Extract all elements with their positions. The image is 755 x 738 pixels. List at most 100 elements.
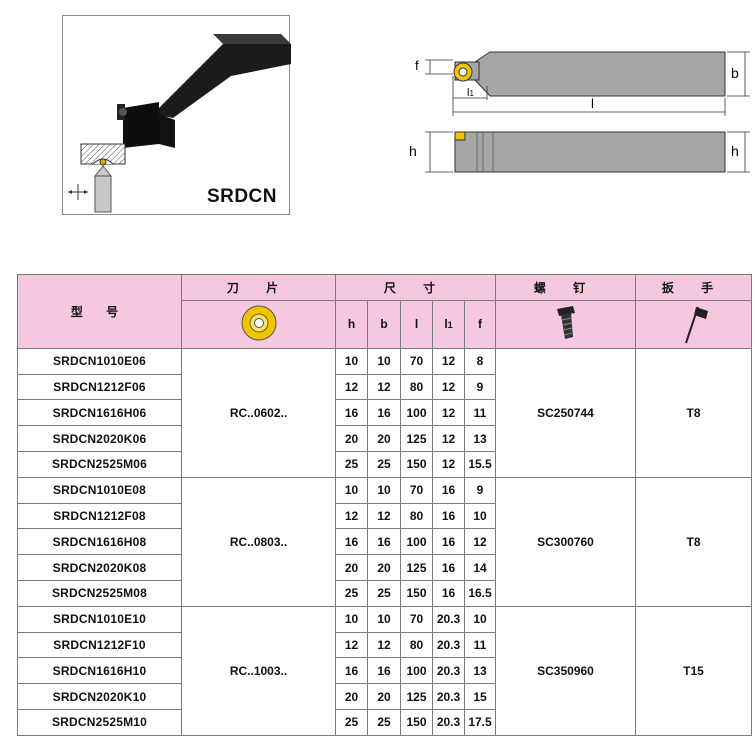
dim-h-cell: 20: [335, 554, 368, 581]
wrench-cell: T15: [635, 605, 752, 736]
dim-label-f: f: [415, 58, 419, 73]
dim-label-b: b: [731, 65, 739, 81]
model-cell: SRDCN2020K08: [17, 554, 182, 581]
dim-h-cell: 16: [335, 399, 368, 427]
dim-b-cell: 10: [367, 347, 401, 375]
dim-b-cell: 25: [367, 450, 401, 478]
dim-l-cell: 125: [400, 683, 433, 710]
dim-f-cell: 11: [464, 631, 496, 659]
dim-header-l: l: [400, 299, 433, 349]
model-cell: SRDCN2020K06: [17, 425, 182, 452]
dim-l-cell: 150: [400, 450, 433, 478]
model-cell: SRDCN1010E08: [17, 476, 182, 504]
header-model: 型 号: [17, 274, 182, 349]
screw-icon-cell: [495, 299, 636, 349]
model-cell: SRDCN1010E06: [17, 347, 182, 375]
dim-f-cell: 17.5: [464, 708, 496, 736]
model-cell: SRDCN2020K10: [17, 683, 182, 710]
dim-l1-cell: 20.3: [432, 683, 465, 710]
dim-h-cell: 10: [335, 476, 368, 504]
dim-label-h-left: h: [409, 143, 417, 159]
technical-drawing: f b l1 l h h: [409, 51, 750, 173]
dim-h-cell: 25: [335, 708, 368, 736]
dim-b-cell: 10: [367, 605, 401, 633]
model-cell: SRDCN1212F08: [17, 502, 182, 530]
dim-f-cell: 12: [464, 528, 496, 556]
dim-l-cell: 125: [400, 425, 433, 452]
dim-l-cell: 70: [400, 347, 433, 375]
header-insert: 刀 片: [181, 274, 336, 301]
dim-f-cell: 14: [464, 554, 496, 581]
dim-l1-cell: 20.3: [432, 605, 465, 633]
dim-l1-cell: 12: [432, 450, 465, 478]
header-wrench: 扳 手: [635, 274, 752, 301]
dim-b-cell: 12: [367, 502, 401, 530]
dim-b-cell: 20: [367, 425, 401, 452]
dim-l1-cell: 16: [432, 579, 465, 607]
model-cell: SRDCN1616H10: [17, 657, 182, 685]
dim-l1-cell: 12: [432, 373, 465, 401]
dim-b-cell: 20: [367, 683, 401, 710]
model-cell: SRDCN2525M10: [17, 708, 182, 736]
dim-b-cell: 12: [367, 373, 401, 401]
dim-b-cell: 16: [367, 528, 401, 556]
dim-f-cell: 15: [464, 683, 496, 710]
header-dimensions: 尺 寸: [335, 274, 496, 301]
dim-h-cell: 20: [335, 425, 368, 452]
dim-b-cell: 12: [367, 631, 401, 659]
screw-icon: [556, 305, 575, 339]
dim-h-cell: 20: [335, 683, 368, 710]
dim-f-cell: 13: [464, 657, 496, 685]
dim-f-cell: 13: [464, 425, 496, 452]
screw-cell: SC300760: [495, 476, 636, 607]
dim-f-cell: 9: [464, 373, 496, 401]
insert-cell: RC..1003..: [181, 605, 336, 736]
dim-b-cell: 25: [367, 708, 401, 736]
dim-l-cell: 80: [400, 373, 433, 401]
model-cell: SRDCN1010E10: [17, 605, 182, 633]
dim-h-cell: 12: [335, 502, 368, 530]
insert-cell: RC..0803..: [181, 476, 336, 607]
dim-l-cell: 150: [400, 708, 433, 736]
dim-header-b: b: [367, 299, 401, 349]
dim-l1-cell: 20.3: [432, 708, 465, 736]
dim-h-cell: 10: [335, 347, 368, 375]
model-cell: SRDCN1212F10: [17, 631, 182, 659]
dim-l-cell: 150: [400, 579, 433, 607]
insert-cell: RC..0602..: [181, 347, 336, 478]
model-cell: SRDCN2525M06: [17, 450, 182, 478]
dim-l1-cell: 16: [432, 528, 465, 556]
dim-l1-cell: 20.3: [432, 631, 465, 659]
dim-f-cell: 10: [464, 502, 496, 530]
dim-l-cell: 100: [400, 399, 433, 427]
dim-header-l1: l1: [432, 299, 465, 349]
dim-h-cell: 12: [335, 631, 368, 659]
product-photo-box: SRDCN: [62, 15, 291, 215]
dim-header-f: f: [464, 299, 496, 349]
torx-wrench-icon: [684, 306, 708, 344]
dim-b-cell: 20: [367, 554, 401, 581]
dim-l1-cell: 16: [432, 554, 465, 581]
dim-l-cell: 80: [400, 631, 433, 659]
dim-b-cell: 25: [367, 579, 401, 607]
round-insert-icon: [241, 305, 276, 341]
dim-h-cell: 25: [335, 579, 368, 607]
dim-b-cell: 16: [367, 399, 401, 427]
dim-b-cell: 16: [367, 657, 401, 685]
product-title: SRDCN: [206, 186, 277, 207]
dim-f-cell: 11: [464, 399, 496, 427]
dim-l-cell: 100: [400, 657, 433, 685]
dim-l-cell: 70: [400, 605, 433, 633]
screw-cell: SC350960: [495, 605, 636, 736]
